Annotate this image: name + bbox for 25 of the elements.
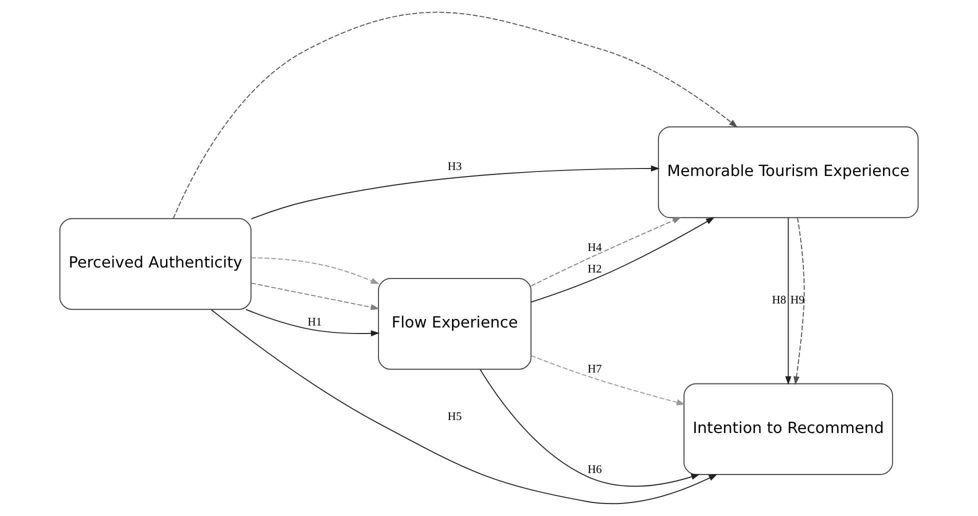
edge-label: H7 <box>588 362 602 376</box>
edge-label: H9 <box>790 294 805 307</box>
edge-label: H4 <box>588 241 602 254</box>
arrow <box>172 12 738 219</box>
edge-label: H8 <box>772 294 786 307</box>
edge-label: H6 <box>588 463 602 476</box>
edge-label: H2 <box>588 262 602 276</box>
arrow <box>210 309 718 504</box>
node-box: Perceived Authenticity <box>59 218 252 310</box>
edge-label: H3 <box>448 160 462 173</box>
arrow <box>530 355 686 406</box>
arrow <box>480 368 700 487</box>
arrow <box>785 217 792 385</box>
edge-label: H5 <box>448 410 462 424</box>
node-box: Memorable Tourism Experience <box>658 126 919 218</box>
arrow <box>250 257 380 284</box>
node-box: Flow Experience <box>378 278 532 370</box>
arrow <box>246 309 380 336</box>
edge-label: H1 <box>308 315 322 328</box>
arrow <box>530 217 715 303</box>
arrow <box>250 165 660 220</box>
node-box: Intention to Recommend <box>684 383 894 475</box>
arrow <box>530 217 682 286</box>
arrow <box>250 282 380 310</box>
arrow <box>793 217 805 386</box>
